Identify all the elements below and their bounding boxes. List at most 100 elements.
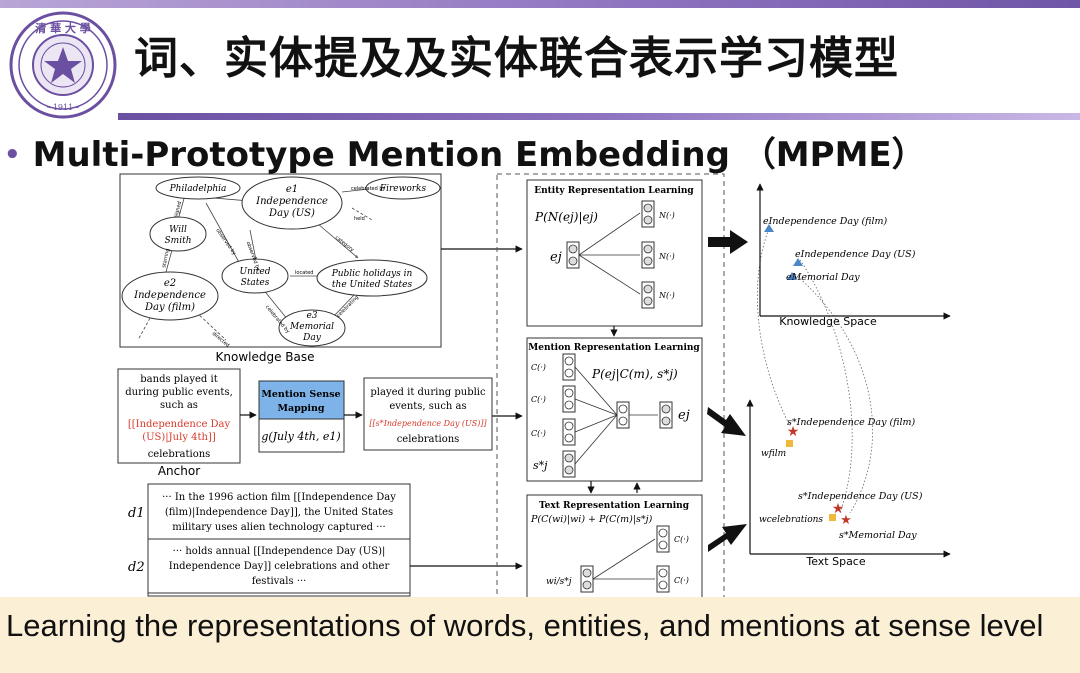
entity-ctx-label: N(·) xyxy=(658,252,675,261)
mention-c-label: C(·) xyxy=(531,429,546,438)
anchor-caption: Anchor xyxy=(158,464,200,478)
node-e2-line2: Day (film) xyxy=(144,302,195,313)
played-tail: celebrations xyxy=(397,434,460,445)
knowledge-base-graph: Philadelphia Fireworks e1 Independence D… xyxy=(119,173,442,364)
entity-ctx-label: N(·) xyxy=(658,291,675,300)
played-box: played it during public events, such as … xyxy=(363,377,493,451)
page-title: 词、实体提及及实体联合表示学习模型 xyxy=(134,33,899,84)
edge-label: signed xyxy=(173,201,183,219)
footer-banner: Learning the representations of words, e… xyxy=(0,597,1080,673)
text-learning-box: Text Representation Learning P(C(wi)|wi)… xyxy=(526,494,703,598)
slide-subtitle: • Multi-Prototype Mention Embedding （MPME… xyxy=(4,127,926,176)
mapping-title-l2: Mapping xyxy=(277,403,324,414)
bullet-dot: • xyxy=(4,140,21,170)
node-united-states-l2: States xyxy=(241,278,270,288)
mention-learning-title: Mention Representation Learning xyxy=(528,343,700,353)
anchor-line: such as xyxy=(160,400,198,411)
mapping-formula: g(July 4th, e1) xyxy=(261,430,340,443)
edge-label: category xyxy=(334,235,355,253)
node-e1-line2: Day (US) xyxy=(268,208,315,219)
ts-label: wfilm xyxy=(761,449,786,459)
doc-label-d1: d1 xyxy=(128,506,145,521)
ks-label: eIndependence Day (film) xyxy=(763,216,888,227)
doc1-line: ··· In the 1996 action film [[Independen… xyxy=(162,492,396,503)
entity-learning-box: Entity Representation Learning P(N(ej)|e… xyxy=(526,179,703,327)
entity-ctx-label: N(·) xyxy=(658,211,675,220)
node-will-smith-l1: Will xyxy=(169,225,187,235)
doc2-line: festivals ··· xyxy=(252,576,307,587)
played-line: events, such as xyxy=(389,401,466,412)
node-public-holidays-l2: the United States xyxy=(332,280,413,290)
anchor-line: bands played it xyxy=(140,374,217,385)
played-red: [[s*Independence Day (US)]] xyxy=(369,419,487,428)
entity-learning-title: Entity Representation Learning xyxy=(534,186,694,196)
edge-label: located xyxy=(295,270,313,276)
node-e1-line1: Independence xyxy=(255,196,328,207)
knowledge-space-plot: eIndependence Day (film) eIndependence D… xyxy=(756,183,951,328)
doc2-line: Independence Day]] celebrations and othe… xyxy=(169,561,390,572)
edge-label: starring xyxy=(161,248,171,268)
mention-ej-label: ej xyxy=(678,408,690,423)
university-seal-logo: 清 華 大 學 ~1911~ xyxy=(9,11,117,119)
ts-label: s*Independence Day (US) xyxy=(798,491,923,502)
edge-label: held xyxy=(354,216,365,222)
doc2-line: ··· holds annual [[Independence Day (US)… xyxy=(173,546,386,557)
knowledge-space-caption: Knowledge Space xyxy=(779,315,877,328)
text-learning-title: Text Representation Learning xyxy=(539,501,690,511)
node-e3-line1: Memorial xyxy=(289,322,334,332)
footer-text: Learning the representations of words, e… xyxy=(6,608,1044,643)
text-c-label: C(·) xyxy=(674,576,689,585)
anchor-red-line: (US)|July 4th]] xyxy=(142,432,216,443)
subtitle-text: Multi-Prototype Mention Embedding （MPME） xyxy=(32,135,926,175)
played-line: played it during public xyxy=(370,387,486,398)
mapping-title-l1: Mention Sense xyxy=(261,389,340,400)
mention-c-label: C(·) xyxy=(531,363,546,372)
ts-label: s*Memorial Day xyxy=(839,530,917,541)
svg-text:★: ★ xyxy=(840,513,852,528)
projection-arrows xyxy=(707,230,748,552)
node-e2-line1: Independence xyxy=(133,290,206,301)
svg-text:★: ★ xyxy=(787,424,800,440)
node-e3-symbol: e3 xyxy=(306,311,317,321)
node-united-states-l1: United xyxy=(240,267,271,277)
entity-learning-formula: P(N(ej)|ej) xyxy=(534,210,598,224)
node-e1-symbol: e1 xyxy=(286,184,298,195)
node-philadelphia: Philadelphia xyxy=(169,184,227,194)
anchor-line: during public events, xyxy=(125,387,233,398)
text-learning-formula: P(C(wi)|wi) + P(C(m)|s*j) xyxy=(530,514,653,525)
node-e3-line2: Day xyxy=(302,333,322,343)
ts-label: s*Independence Day (film) xyxy=(787,417,916,428)
mention-s-label: s*j xyxy=(533,459,548,472)
edge-label: celebrating xyxy=(336,295,360,319)
mention-learning-box: Mention Representation Learning P(ej|C(m… xyxy=(526,337,703,482)
ks-label: eMemorial Day xyxy=(786,272,860,283)
anchor-red-line: [[Independence Day xyxy=(128,419,231,430)
text-c-label: C(·) xyxy=(674,535,689,544)
ts-label: wcelebrations xyxy=(759,515,823,525)
mention-learning-formula: P(ej|C(m), s*j) xyxy=(591,367,678,381)
node-fireworks: Fireworks xyxy=(379,184,427,194)
node-public-holidays-l1: Public holidays in xyxy=(331,269,413,279)
top-accent-bar xyxy=(0,0,1080,8)
mention-sense-mapping: Mention Sense Mapping g(July 4th, e1) xyxy=(258,380,345,453)
text-space-caption: Text Space xyxy=(805,555,865,568)
mpme-diagram: Philadelphia Fireworks e1 Independence D… xyxy=(117,173,951,598)
svg-text:★: ★ xyxy=(832,501,845,517)
svg-text:清 華 大 學: 清 華 大 學 xyxy=(35,21,91,35)
edge-label: observed by xyxy=(214,228,237,257)
anchor-tail: celebrations xyxy=(148,449,211,460)
svg-text:~1911~: ~1911~ xyxy=(46,103,80,112)
text-space-plot: s*Independence Day (film) ★ wfilm s*Inde… xyxy=(746,399,951,568)
text-ws-label: wi/s*j xyxy=(546,577,572,587)
doc1-line: military uses alien technology captured … xyxy=(172,522,386,533)
entity-ej-label: ej xyxy=(550,250,562,265)
title-divider xyxy=(118,113,1080,120)
edge-label: celebrated by xyxy=(351,186,386,192)
ks-label: eIndependence Day (US) xyxy=(795,249,916,260)
node-e2-symbol: e2 xyxy=(164,278,176,289)
edge-label: directed xyxy=(211,331,231,349)
doc1-line: (film)|Independence Day]], the United St… xyxy=(165,507,393,518)
doc-label-d2: d2 xyxy=(128,560,145,575)
anchor-box: bands played it during public events, su… xyxy=(117,368,241,478)
knowledge-base-caption: Knowledge Base xyxy=(216,350,315,364)
